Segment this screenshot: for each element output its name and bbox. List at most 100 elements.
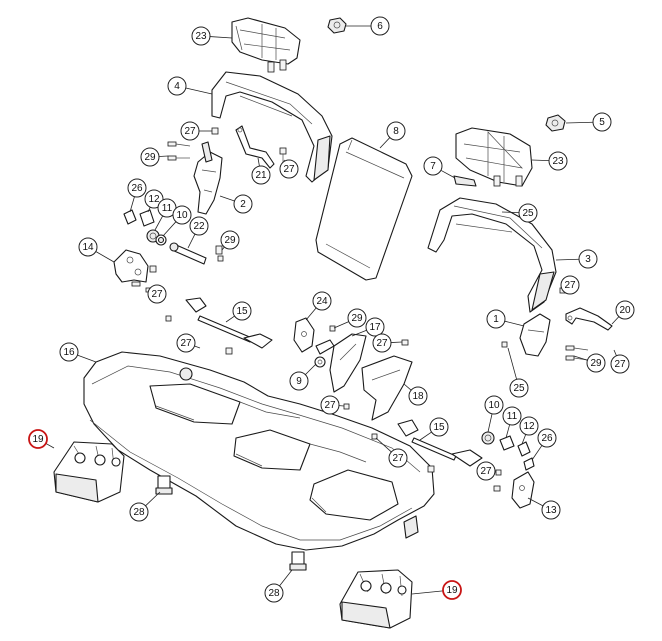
callout-circle (176, 333, 196, 353)
part-29-screw-mid (215, 245, 224, 262)
callout-3: 3 (555, 249, 598, 269)
callout-circle (408, 386, 428, 406)
callout-label: 27 (480, 466, 492, 477)
callout-27: 27 (375, 437, 408, 468)
callout-leader-line (527, 497, 544, 507)
callout-circle (509, 378, 529, 398)
callout-circle (232, 301, 252, 321)
callout-circle (28, 429, 48, 449)
callout-26: 26 (127, 178, 147, 213)
part-16-seat-base (83, 351, 435, 551)
part-13-bracket (493, 469, 535, 509)
callout-circle (144, 189, 164, 209)
callout-circle (264, 583, 284, 603)
callout-label: 10 (488, 400, 500, 411)
callout-circle (312, 291, 332, 311)
callout-label: 16 (63, 347, 75, 358)
callout-circle (167, 76, 187, 96)
callout-label: 29 (224, 235, 236, 246)
part-26-square-left (123, 209, 137, 225)
callout-leader-line (487, 413, 493, 433)
callout-27: 27 (147, 284, 167, 304)
callout-circle (578, 249, 598, 269)
callout-27: 27 (279, 159, 299, 179)
part-21-wire-bracket (235, 125, 275, 169)
callout-leader-line (403, 383, 412, 391)
callout-circle (615, 300, 635, 320)
callout-circle (320, 395, 340, 415)
callout-circle (502, 406, 522, 426)
part-5-nut (545, 114, 566, 132)
callout-leader-line (305, 307, 317, 321)
callout-leader-line (45, 443, 55, 449)
callout-leader-line (521, 434, 527, 445)
callout-label: 3 (585, 254, 591, 265)
callout-11: 11 (502, 406, 522, 439)
callout-label: 27 (151, 289, 163, 300)
callout-leader-line (257, 157, 260, 167)
callout-leader-line (225, 315, 235, 323)
callout-12: 12 (519, 416, 539, 445)
callout-label: 19 (446, 585, 458, 596)
callout-label: 28 (268, 588, 280, 599)
callout-circle (592, 112, 612, 132)
callout-29: 29 (573, 353, 606, 373)
callout-21: 21 (251, 157, 271, 185)
callout-17: 17 (351, 317, 385, 337)
callout-circle (586, 353, 606, 373)
callout-23: 23 (531, 151, 568, 171)
callout-circle (519, 416, 539, 436)
callout-leader-line (158, 155, 169, 157)
part-23-bracket-right (455, 127, 533, 187)
callout-circle (484, 395, 504, 415)
callout-label: 19 (32, 434, 44, 445)
callout-label: 25 (522, 208, 534, 219)
callout-circle (220, 230, 240, 250)
part-10-11-12-26-right (481, 431, 535, 471)
callout-label: 15 (433, 422, 445, 433)
callout-label: 27 (324, 400, 336, 411)
callout-circle (347, 308, 367, 328)
callout-label: 10 (176, 210, 188, 221)
callout-leader-line (611, 316, 620, 325)
callout-leader-line (390, 341, 403, 343)
callout-28: 28 (264, 569, 293, 603)
part-17-plate (329, 333, 367, 393)
callout-circle (59, 342, 79, 362)
callout-label: 26 (541, 433, 553, 444)
callout-circle (388, 448, 408, 468)
callout-label: 5 (599, 117, 605, 128)
callout-label: 29 (590, 358, 602, 369)
part-15-linkage-lower (371, 419, 483, 473)
part-22-pin (169, 242, 207, 265)
callout-label: 23 (552, 156, 564, 167)
callout-leader-line (187, 233, 196, 249)
callout-leader-line (375, 437, 392, 453)
callout-circle (365, 317, 385, 337)
callout-leader-line (504, 320, 525, 327)
callout-label: 18 (412, 391, 424, 402)
callout-11: 11 (154, 198, 177, 231)
callout-5: 5 (565, 112, 612, 132)
callout-29: 29 (140, 147, 169, 167)
callout-label: 20 (619, 305, 631, 316)
callout-leader-line (411, 590, 444, 595)
callout-label: 27 (376, 338, 388, 349)
callout-circle (279, 159, 299, 179)
callout-29: 29 (333, 308, 367, 329)
callout-label: 15 (236, 306, 248, 317)
callout-22: 22 (187, 216, 209, 249)
callout-leader-line (185, 87, 213, 95)
callout-circle (251, 165, 271, 185)
callout-label: 8 (393, 126, 399, 137)
callout-24: 24 (305, 291, 332, 321)
part-7-clip (453, 175, 477, 187)
callout-label: 4 (174, 81, 180, 92)
callout-leader-line (95, 251, 115, 263)
callout-25: 25 (501, 203, 538, 223)
part-12-11-10-left (139, 209, 167, 246)
callout-label: 12 (148, 194, 160, 205)
callout-leader-line (351, 329, 367, 337)
callout-circle (129, 502, 149, 522)
